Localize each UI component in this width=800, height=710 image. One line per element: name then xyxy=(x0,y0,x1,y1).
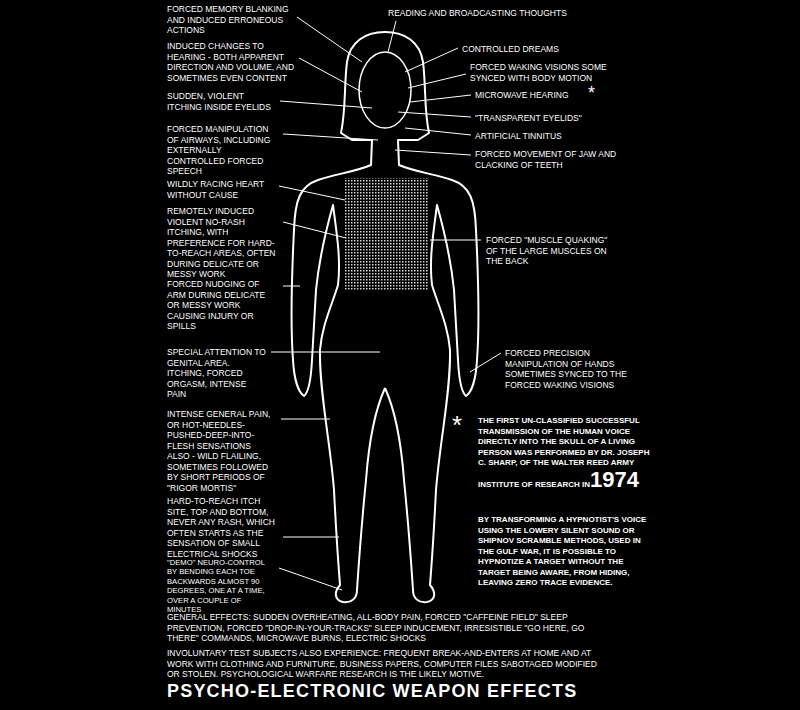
footnote-mark: * xyxy=(588,83,595,103)
callout-block: READING AND BROADCASTING THOUGHTS xyxy=(388,8,638,19)
face-outline xyxy=(359,52,411,128)
effect-label: WILDLY RACING HEART WITHOUT CAUSE xyxy=(167,179,264,200)
callout-block: ALSO - WILD FLAILING, SOMETIMES FOLLOWED… xyxy=(167,451,279,493)
effect-label: FORCED "MUSCLE QUAKING" OF THE LARGE MUS… xyxy=(486,235,607,266)
effect-label: FORCED PRECISION MANIPULATION OF HANDS S… xyxy=(505,348,627,390)
callout-block: * xyxy=(588,84,604,102)
effect-label: GENERAL EFFECTS: SUDDEN OVERHEATING, ALL… xyxy=(167,612,584,643)
callout-block: SPECIAL ATTENTION TO GENITAL AREA. ITCHI… xyxy=(167,347,267,400)
effect-label: REMOTELY INDUCED VIOLENT NO-RASH ITCHING… xyxy=(167,206,275,279)
leader-line xyxy=(299,58,362,92)
leader-line xyxy=(395,150,471,155)
effect-label: READING AND BROADCASTING THOUGHTS xyxy=(388,8,567,18)
leader-line xyxy=(405,48,458,72)
effect-label: FORCED WAKING VISIONS SOME SYNCED WITH B… xyxy=(470,62,607,83)
effect-label: ARTIFICIAL TINNITUS xyxy=(475,131,562,141)
effect-label: HARD-TO-REACH ITCH SITE, TOP AND BOTTOM,… xyxy=(167,496,275,559)
footnote-mark: * xyxy=(452,410,462,440)
leader-line xyxy=(283,537,339,538)
callout-block: THE FIRST UN-CLASSIFIED SUCCESSFUL TRANS… xyxy=(478,416,650,491)
body-outline-right xyxy=(385,32,479,602)
effect-label: MICROWAVE HEARING xyxy=(475,90,569,100)
leader-line xyxy=(283,134,378,140)
callout-block: GENERAL EFFECTS: SUDDEN OVERHEATING, ALL… xyxy=(167,612,612,644)
effect-label: CONTROLLED DREAMS xyxy=(462,44,559,54)
effect-label: SPECIAL ATTENTION TO GENITAL AREA. ITCHI… xyxy=(167,347,266,399)
chest-hatching xyxy=(345,178,429,290)
callout-block: WILDLY RACING HEART WITHOUT CAUSE xyxy=(167,179,275,200)
leader-line xyxy=(297,17,362,62)
leader-line xyxy=(405,128,471,135)
effect-label: INDUCED CHANGES TO HEARING - BOTH APPARE… xyxy=(167,41,294,83)
title-block: PSYCHO-ELECTRONIC WEAPON EFFECTS xyxy=(167,681,577,701)
leader-line xyxy=(283,286,300,287)
leader-line xyxy=(388,21,396,52)
callout-block: FORCED MEMORY BLANKING AND INDUCED ERRON… xyxy=(167,4,293,36)
callout-block: FORCED "MUSCLE QUAKING" OF THE LARGE MUS… xyxy=(486,235,621,267)
leader-line xyxy=(430,240,481,241)
effect-label: FORCED MANIPULATION OF AIRWAYS, INCLUDIN… xyxy=(167,124,270,176)
leader-line xyxy=(410,95,471,102)
callout-block: CONTROLLED DREAMS xyxy=(462,44,622,55)
year-text: 1974 xyxy=(590,467,639,492)
effect-label: INVOLUNTARY TEST SUBJECTS ALSO EXPERIENC… xyxy=(167,648,597,679)
callout-block: "TRANSPARENT EYELIDS" xyxy=(475,113,635,124)
callout-block: INVOLUNTARY TEST SUBJECTS ALSO EXPERIENC… xyxy=(167,648,612,680)
effect-label: "DEMO" NEURO-CONTROL BY BENDING EACH TOE… xyxy=(167,558,265,614)
poster-title: PSYCHO-ELECTRONIC WEAPON EFFECTS xyxy=(167,681,577,701)
callout-block: "DEMO" NEURO-CONTROL BY BENDING EACH TOE… xyxy=(167,558,275,615)
effect-label: FORCED NUDGING OF ARM DURING DELICATE OR… xyxy=(167,279,265,331)
leader-line xyxy=(279,186,345,200)
callout-block: SUDDEN, VIOLENT ITCHING INSIDE EYELIDS xyxy=(167,91,275,112)
leader-line xyxy=(271,352,380,353)
callout-block: MICROWAVE HEARING xyxy=(475,90,585,101)
effect-label: FORCED MEMORY BLANKING AND INDUCED ERRON… xyxy=(167,4,289,35)
effect-label: SUDDEN, VIOLENT ITCHING INSIDE EYELIDS xyxy=(167,91,271,112)
effect-label: "TRANSPARENT EYELIDS" xyxy=(475,113,582,123)
effect-label: INTENSE GENERAL PAIN, OR HOT-NEEDLES-PUS… xyxy=(167,409,270,451)
callout-block: REMOTELY INDUCED VIOLENT NO-RASH ITCHING… xyxy=(167,206,279,280)
leader-line xyxy=(283,222,346,238)
callout-block: HARD-TO-REACH ITCH SITE, TOP AND BOTTOM,… xyxy=(167,496,279,559)
leader-line xyxy=(280,101,372,108)
effect-label: FORCED MOVEMENT OF JAW AND CLACKING OF T… xyxy=(475,149,616,170)
callout-block: INDUCED CHANGES TO HEARING - BOTH APPARE… xyxy=(167,41,295,83)
callout-block: * xyxy=(452,412,474,438)
callout-block: ARTIFICIAL TINNITUS xyxy=(475,131,635,142)
callout-block: INTENSE GENERAL PAIN, OR HOT-NEEDLES-PUS… xyxy=(167,409,277,451)
callout-block: BY TRANSFORMING A HYPNOTIST'S VOICE USIN… xyxy=(478,515,653,589)
callout-block: FORCED PRECISION MANIPULATION OF HANDS S… xyxy=(505,348,640,390)
callout-block: FORCED MANIPULATION OF AIRWAYS, INCLUDIN… xyxy=(167,124,279,177)
effect-label: ALSO - WILD FLAILING, SOMETIMES FOLLOWED… xyxy=(167,451,268,493)
leader-line xyxy=(279,568,342,590)
leader-line xyxy=(398,112,471,117)
callout-block: FORCED MOVEMENT OF JAW AND CLACKING OF T… xyxy=(475,149,640,170)
callout-block: FORCED NUDGING OF ARM DURING DELICATE OR… xyxy=(167,279,279,332)
leader-line xyxy=(408,74,466,88)
leader-line xyxy=(470,353,501,372)
leader-line xyxy=(281,419,330,420)
body-outline-left xyxy=(291,32,385,602)
effect-label: BY TRANSFORMING A HYPNOTIST'S VOICE USIN… xyxy=(478,515,646,587)
callout-block: FORCED WAKING VISIONS SOME SYNCED WITH B… xyxy=(470,62,620,83)
